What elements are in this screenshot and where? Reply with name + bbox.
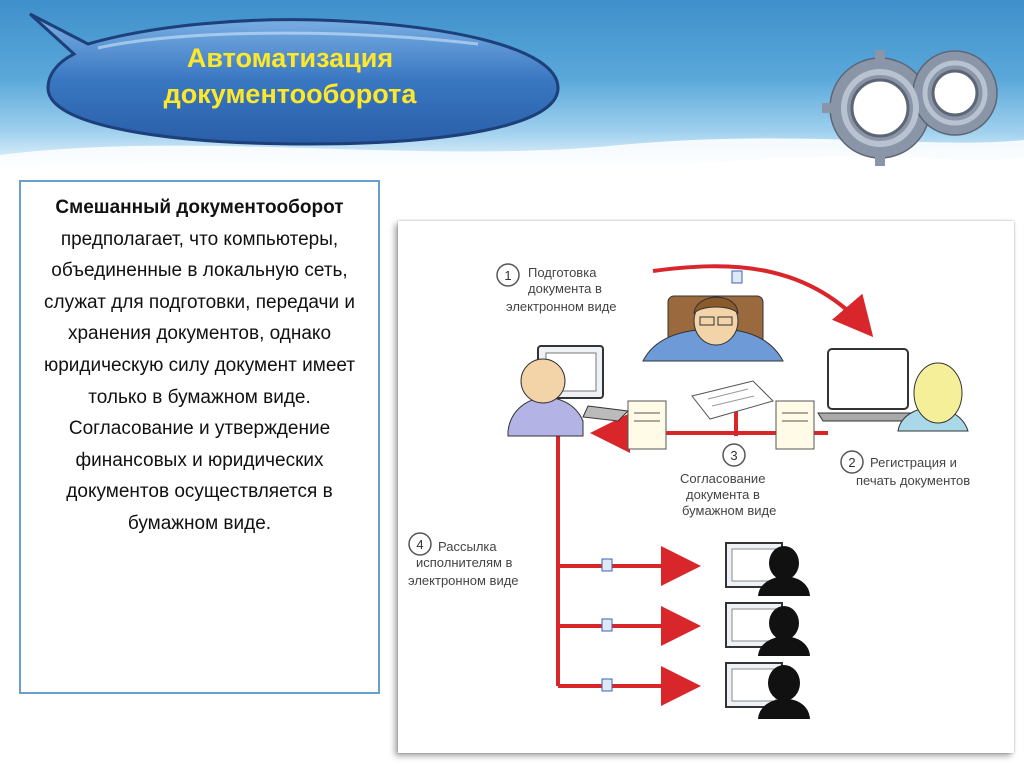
right-laptop-user	[817, 348, 969, 432]
step-3-label-2: документа в	[686, 487, 760, 502]
step-4-label-2: исполнителям в	[416, 555, 513, 570]
description-text: Смешанный документооборот предполагает, …	[31, 192, 368, 540]
step-4-number: 4	[416, 537, 423, 552]
step-2-label-2: печать документов	[856, 473, 970, 488]
paper-documents	[627, 400, 815, 450]
diagram-frame: 1 Подготовка документа в электронном вид…	[398, 221, 1014, 753]
step-1: 1 Подготовка документа в электронном вид…	[496, 263, 617, 314]
description-textbox: Смешанный документооборот предполагает, …	[19, 180, 380, 694]
step-1-label-3: электронном виде	[506, 299, 617, 314]
step-4: 4 Рассылка исполнителям в электронном ви…	[408, 532, 519, 588]
title-bubble	[28, 12, 560, 146]
step-2-label-1: Регистрация и	[870, 455, 957, 470]
step-3-label-3: бумажном виде	[682, 503, 776, 518]
page-title: Автоматизация документооборота	[70, 40, 510, 112]
step-2: 2 Регистрация и печать документов	[840, 450, 970, 488]
step-3: 3 Согласование документа в бумажном виде	[680, 443, 776, 518]
step-4-label-1: Рассылка	[438, 539, 497, 554]
description-bold-term: Смешанный документооборот	[55, 197, 344, 218]
executor-1	[725, 542, 810, 596]
step-2-number: 2	[848, 455, 855, 470]
workflow-diagram: 1 Подготовка документа в электронном вид…	[408, 263, 970, 719]
title-line-2: документооборота	[163, 79, 417, 109]
manager-illustration	[642, 295, 784, 420]
step-1-label-1: Подготовка	[528, 265, 597, 280]
step-1-number: 1	[504, 268, 511, 283]
step-1-label-2: документа в	[528, 281, 602, 296]
executor-3	[725, 662, 810, 719]
title-line-1: Автоматизация	[186, 43, 394, 73]
left-computer-user	[507, 345, 630, 437]
document-icons	[601, 270, 743, 692]
executor-2	[725, 602, 810, 656]
gears-icon	[822, 50, 998, 166]
step-3-number: 3	[730, 448, 737, 463]
description-body: предполагает, что компьютеры, объединенн…	[43, 228, 356, 534]
step-4-label-3: электронном виде	[408, 573, 519, 588]
step-3-label-1: Согласование	[680, 471, 765, 486]
